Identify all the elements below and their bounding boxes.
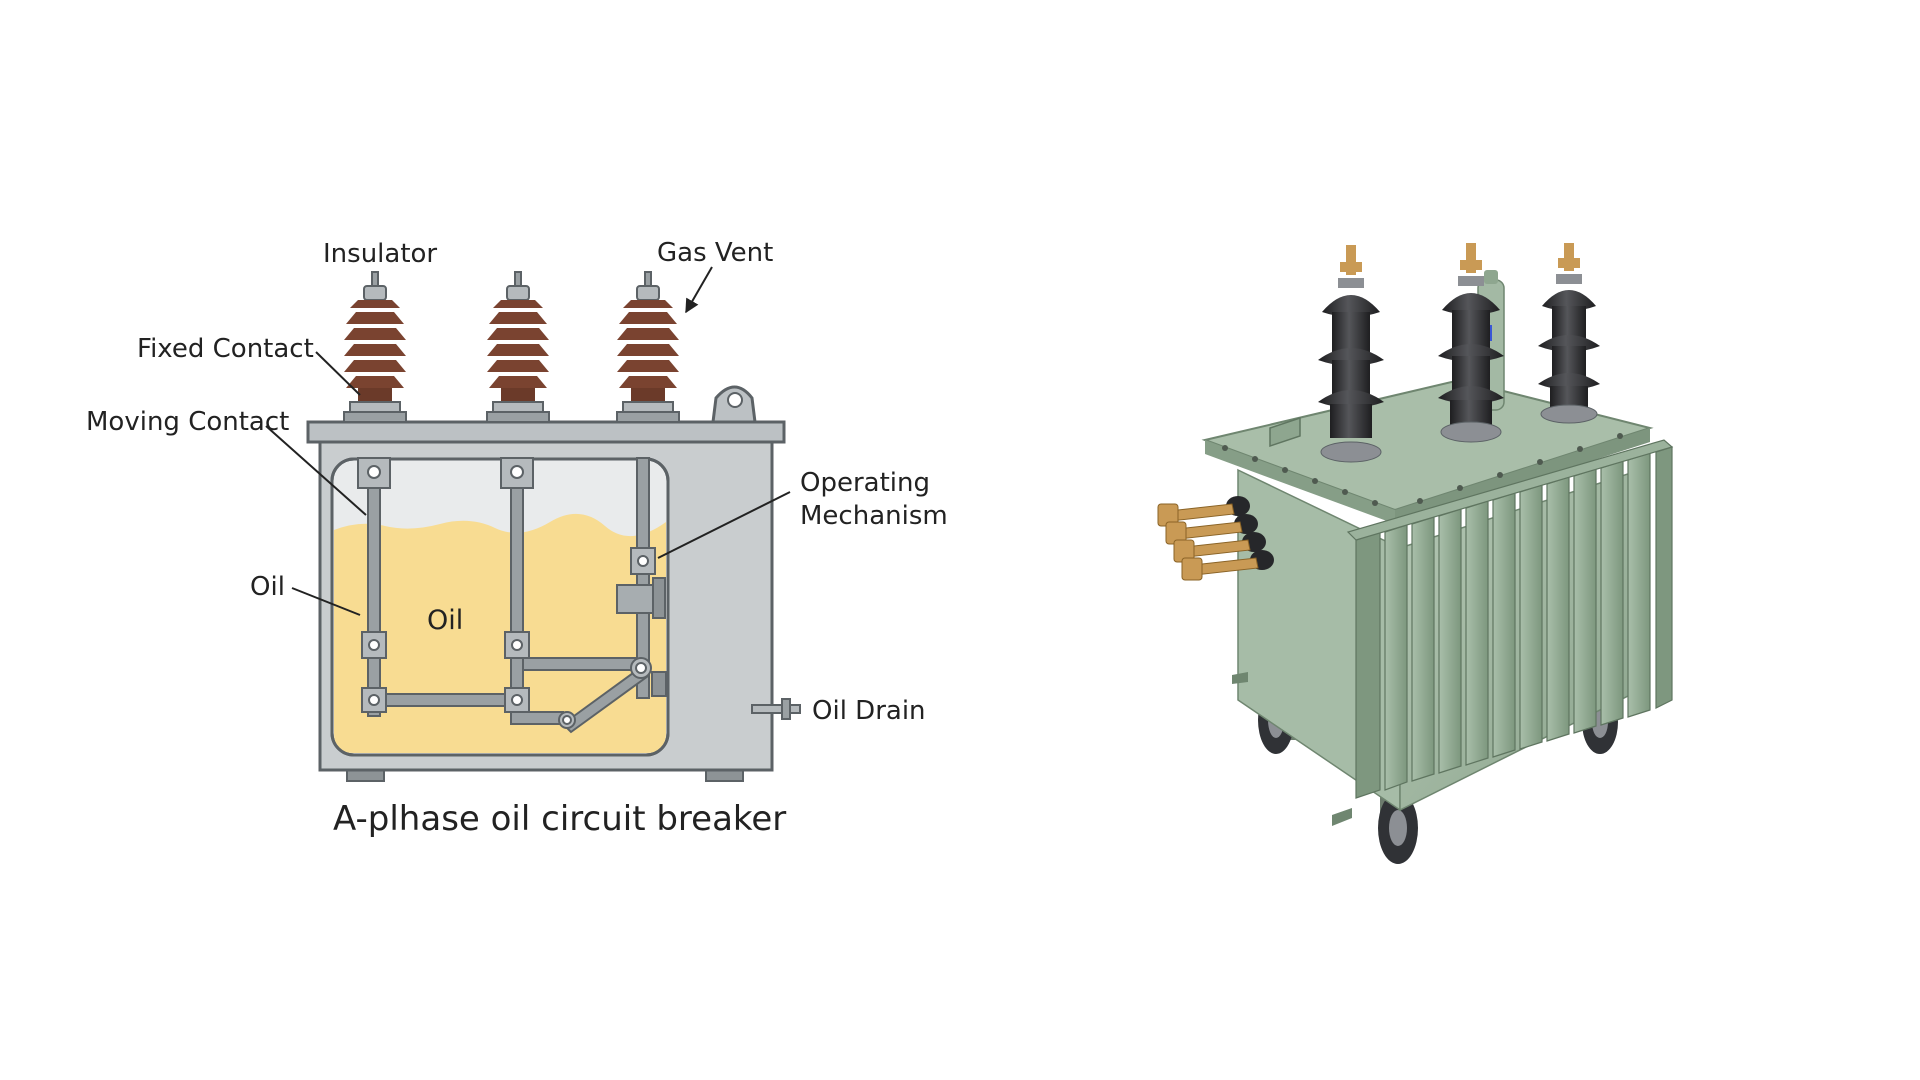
insulator-2	[486, 271, 550, 423]
oil-drain-valve	[751, 698, 801, 720]
contact-assembly	[357, 457, 667, 734]
insulator-3	[616, 271, 680, 423]
oil-circuit-breaker-diagram: Insulator Gas Vent Fixed Contact Moving …	[86, 238, 948, 839]
hv-bushing-1	[1318, 245, 1384, 463]
label-operating-mechanism-line2: Mechanism	[800, 501, 948, 531]
leader-fixed-contact	[315, 351, 361, 396]
hv-bushing-3	[1538, 243, 1600, 424]
label-operating-mechanism-line1: Operating	[800, 468, 930, 498]
leader-oil	[291, 587, 361, 616]
label-oil-left: Oil	[250, 572, 285, 602]
low-voltage-terminals	[1157, 496, 1274, 581]
transformer-photo	[1157, 243, 1674, 864]
leader-moving-contact	[265, 425, 367, 516]
hv-bushing-2	[1438, 243, 1504, 443]
label-fixed-contact: Fixed Contact	[137, 334, 314, 364]
label-insulator: Insulator	[323, 239, 437, 269]
label-oil-inside: Oil	[427, 605, 463, 636]
label-moving-contact: Moving Contact	[86, 407, 289, 437]
diagram-caption: A-plhase oil circuit breaker	[333, 799, 786, 839]
radiator-fins	[1346, 439, 1674, 799]
leader-lines	[265, 266, 791, 616]
leader-gas-vent	[685, 266, 713, 314]
label-gas-vent: Gas Vent	[657, 238, 773, 268]
insulator-1	[343, 271, 407, 423]
leader-operating-mechanism	[657, 491, 791, 559]
label-oil-drain: Oil Drain	[812, 696, 926, 726]
